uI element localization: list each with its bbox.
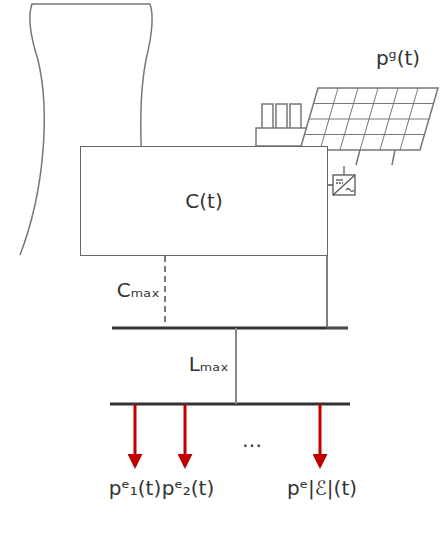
inverter-symbol	[327, 175, 355, 328]
upper-busbar	[112, 327, 348, 330]
load-arrows	[135, 404, 320, 466]
load-label: pᵉ₂(t)	[162, 476, 215, 500]
capacity-label: Cₘₐₓ	[117, 278, 160, 302]
load-label: pᵉ|ℰ|(t)	[287, 476, 357, 500]
node-text: C(t)	[185, 189, 222, 213]
generation-label: pᵍ(t)	[376, 46, 420, 70]
lower-busbar	[110, 403, 350, 406]
line-limit-label: Lₘₐₓ	[189, 352, 229, 376]
power-plant-box: C(t)	[80, 146, 328, 256]
load-label: pᵉ₁(t)	[109, 476, 162, 500]
line-link	[235, 328, 237, 404]
chimney-stacks	[256, 104, 308, 146]
capacity-link	[164, 256, 166, 326]
ellipsis: …	[242, 428, 262, 452]
